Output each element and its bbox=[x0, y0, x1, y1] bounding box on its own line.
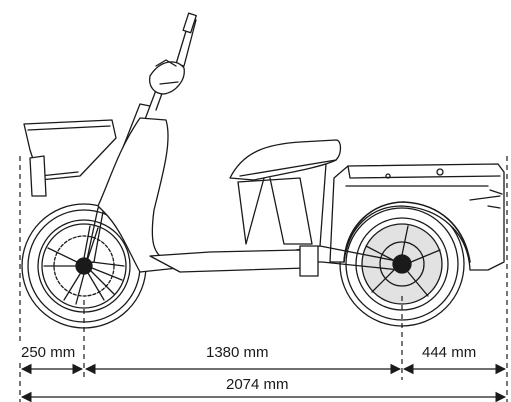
front-overhang-label: 250 mm bbox=[19, 344, 78, 361]
overall-length-label: 2074 mm bbox=[224, 376, 291, 393]
floorboard bbox=[149, 249, 307, 273]
rear-fender bbox=[343, 201, 471, 263]
dimension-lines bbox=[19, 156, 508, 402]
wheelbase-label: 1380 mm bbox=[204, 344, 271, 361]
rear-cargo-box bbox=[329, 163, 505, 271]
headlight bbox=[29, 155, 47, 197]
front-basket bbox=[23, 119, 117, 181]
front-wheel bbox=[21, 203, 147, 329]
seat-frame bbox=[237, 163, 327, 247]
rear-overhang-label: 444 mm bbox=[420, 344, 479, 361]
front-body-shield bbox=[97, 117, 179, 273]
rear-wheel bbox=[339, 201, 465, 327]
vehicle-drawing bbox=[21, 12, 505, 329]
seat bbox=[229, 139, 342, 181]
